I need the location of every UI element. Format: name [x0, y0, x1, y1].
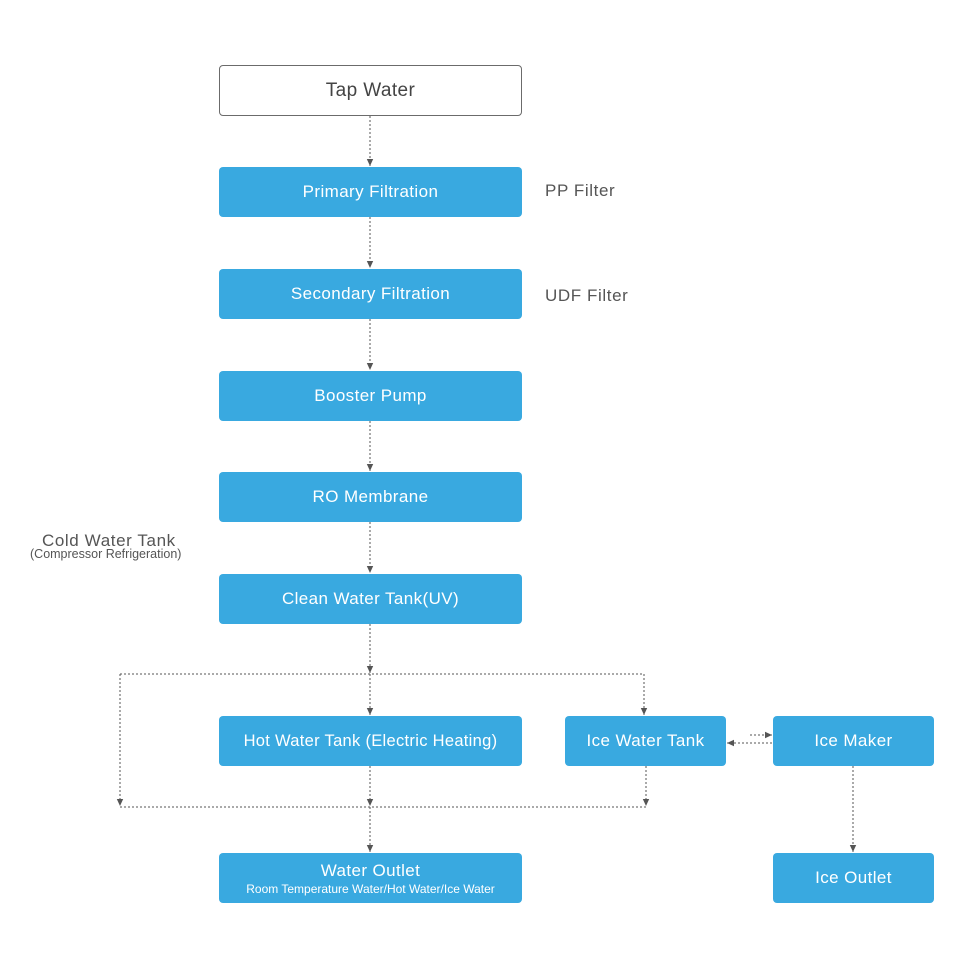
node-primary-filtration: Primary Filtration: [219, 167, 522, 217]
node-ice-water-tank-label: Ice Water Tank: [586, 731, 705, 750]
annotation-udf-filter: UDF Filter: [545, 286, 629, 305]
annotation-compressor-refrigeration: (Compressor Refrigeration): [30, 547, 182, 561]
node-ro-membrane-label: RO Membrane: [312, 487, 429, 506]
node-ice-maker: Ice Maker: [773, 716, 934, 766]
annotation-pp-filter: PP Filter: [545, 181, 616, 200]
annotation-cold-water-tank: Cold Water Tank: [42, 531, 176, 550]
node-ice-outlet-label: Ice Outlet: [815, 868, 892, 887]
node-ice-maker-label: Ice Maker: [814, 731, 893, 750]
node-primary-filtration-label: Primary Filtration: [302, 182, 439, 201]
node-booster-pump: Booster Pump: [219, 371, 522, 421]
node-clean-water-tank-label: Clean Water Tank(UV): [281, 589, 460, 608]
node-tap-water: Tap Water: [219, 65, 522, 116]
node-hot-water-tank: Hot Water Tank (Electric Heating): [219, 716, 522, 766]
node-booster-pump-label: Booster Pump: [314, 386, 427, 405]
node-secondary-filtration: Secondary Filtration: [219, 269, 522, 319]
node-ro-membrane: RO Membrane: [219, 472, 522, 522]
node-tap-water-label: Tap Water: [325, 79, 416, 101]
node-water-outlet-title: Water Outlet: [320, 860, 421, 880]
node-secondary-filtration-label: Secondary Filtration: [290, 284, 451, 303]
node-clean-water-tank: Clean Water Tank(UV): [219, 574, 522, 624]
node-water-outlet: Water Outlet Room Temperature Water/Hot …: [219, 853, 522, 903]
node-ice-outlet: Ice Outlet: [773, 853, 934, 903]
node-ice-water-tank: Ice Water Tank: [565, 716, 726, 766]
node-water-outlet-subtitle: Room Temperature Water/Hot Water/Ice Wat…: [246, 881, 495, 896]
node-hot-water-tank-label: Hot Water Tank (Electric Heating): [243, 731, 498, 750]
